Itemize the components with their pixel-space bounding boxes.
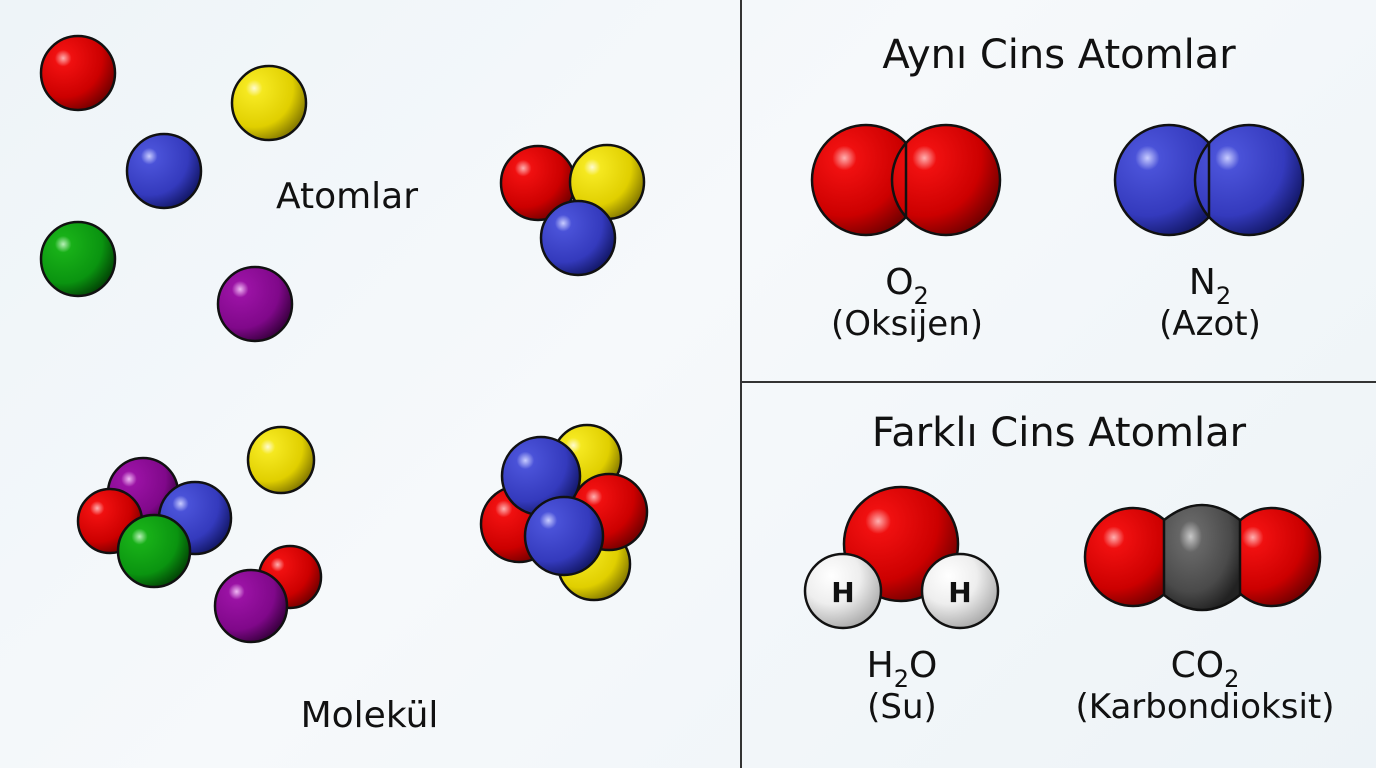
atom-yellow xyxy=(230,64,308,142)
n2-caption: N2 (Azot) xyxy=(1080,262,1340,344)
h2o-molecule xyxy=(803,485,1000,630)
free-atoms xyxy=(39,34,308,343)
vertical-divider xyxy=(740,0,742,768)
o2-formula: O2 xyxy=(885,262,929,310)
atom-purple xyxy=(216,265,294,343)
atom-blue xyxy=(125,132,203,210)
cluster-four xyxy=(76,456,233,589)
o2-molecule xyxy=(810,123,1002,237)
n2-name: (Azot) xyxy=(1159,304,1261,344)
o2-name: (Oksijen) xyxy=(830,304,984,344)
molecule-label: Molekül xyxy=(300,695,439,736)
h2o-formula: H2O xyxy=(866,645,938,693)
h2o-caption: H2O (Su) xyxy=(772,645,1032,727)
atom-green xyxy=(39,220,117,298)
co2-caption: CO2 (Karbondioksit) xyxy=(1075,645,1335,727)
atoms-label: Atomlar xyxy=(275,176,419,217)
cluster-six xyxy=(479,423,649,602)
co2-name: (Karbondioksit) xyxy=(1075,687,1335,727)
co2-molecule xyxy=(1083,503,1322,612)
horizontal-divider xyxy=(740,381,1376,383)
same-atoms-title: Aynı Cins Atomlar xyxy=(882,32,1236,78)
atom-red xyxy=(39,34,117,112)
co2-formula: CO2 xyxy=(1170,645,1240,693)
cluster-rgb xyxy=(499,143,646,277)
atom-yellow-lone xyxy=(246,425,316,495)
cluster-pair xyxy=(213,544,323,644)
h-atom-label-left: H xyxy=(831,576,854,609)
n2-molecule xyxy=(1113,123,1305,237)
o2-caption: O2 (Oksijen) xyxy=(777,262,1037,344)
different-atoms-title: Farklı Cins Atomlar xyxy=(871,410,1247,456)
h-atom-label-right: H xyxy=(948,576,971,609)
n2-formula: N2 xyxy=(1188,262,1232,310)
h2o-name: (Su) xyxy=(867,687,937,727)
